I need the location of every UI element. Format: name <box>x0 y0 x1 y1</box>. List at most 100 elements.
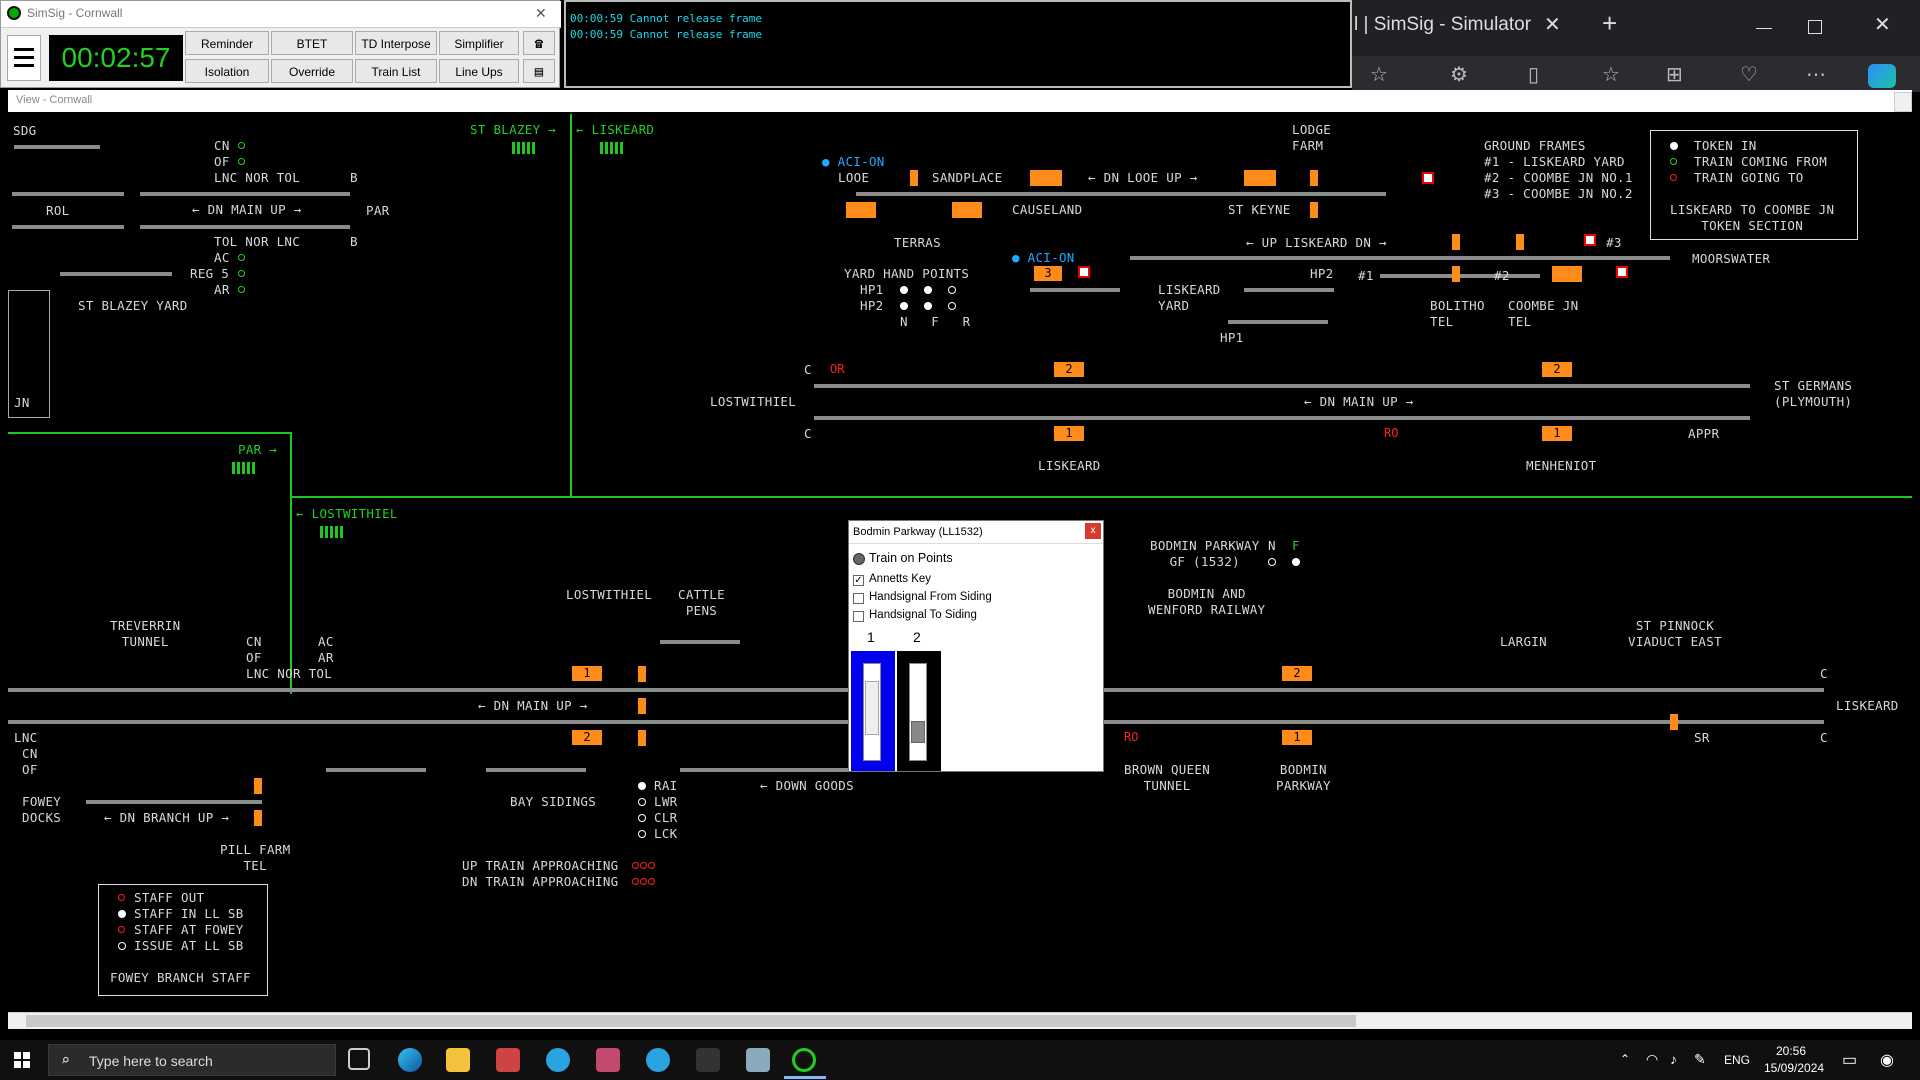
app-icon[interactable] <box>496 1048 520 1072</box>
telegram-icon[interactable] <box>546 1048 570 1072</box>
track-section[interactable] <box>60 272 172 276</box>
simsig-taskbar-icon[interactable] <box>792 1048 816 1072</box>
par-exit-label[interactable]: PAR → <box>238 442 278 457</box>
split-screen-icon[interactable]: ▯ <box>1528 64 1540 86</box>
annetts-key-checkbox[interactable]: ✓ <box>853 575 864 586</box>
edge-icon[interactable] <box>398 1048 422 1072</box>
train-berth[interactable]: 1 <box>572 666 602 681</box>
track-section[interactable] <box>12 225 124 229</box>
track-section[interactable] <box>1030 288 1120 292</box>
track-section[interactable] <box>1104 720 1824 724</box>
pen-icon[interactable]: ✎ <box>1694 1051 1706 1067</box>
train-berth[interactable]: 1 <box>1054 426 1084 441</box>
clock-time[interactable]: 20:56 <box>1776 1044 1807 1058</box>
train-berth[interactable]: 3 <box>1034 266 1062 281</box>
language-indicator[interactable]: ENG <box>1724 1053 1751 1067</box>
taskbar-search[interactable]: ⌕ Type here to search <box>48 1044 336 1076</box>
simplifier-button[interactable]: Simplifier <box>439 31 519 55</box>
discord-icon[interactable] <box>596 1048 620 1072</box>
track-section[interactable] <box>8 720 848 724</box>
new-tab-icon[interactable]: + <box>1602 8 1618 38</box>
favorite-icon[interactable]: ☆ <box>1370 64 1388 86</box>
tab-close-icon[interactable]: ✕ <box>1544 14 1561 36</box>
track-section[interactable] <box>1244 288 1334 292</box>
track-section[interactable] <box>1104 688 1824 692</box>
lever-1[interactable] <box>851 651 895 771</box>
telegram-alt-icon[interactable] <box>646 1048 670 1072</box>
view-scroll-up[interactable] <box>1894 92 1912 112</box>
handsignal-from-label: Handsignal From Siding <box>869 591 992 603</box>
track-section[interactable] <box>814 384 1750 388</box>
track-section[interactable] <box>1380 274 1540 278</box>
train-berth[interactable]: 2 <box>1542 362 1572 377</box>
train-berth[interactable]: 2 <box>1282 666 1312 681</box>
menu-icon[interactable] <box>7 35 41 81</box>
collections-icon[interactable]: ⊞ <box>1666 64 1683 86</box>
override-button[interactable]: Override <box>271 59 353 83</box>
td-interpose-button[interactable]: TD Interpose <box>355 31 437 55</box>
track-section[interactable] <box>856 192 1386 196</box>
track-section[interactable] <box>86 800 262 804</box>
train-berth[interactable]: 2 <box>572 730 602 745</box>
telephone-icon[interactable]: ☎ <box>523 31 555 55</box>
train-list-button[interactable]: Train List <box>355 59 437 83</box>
track-section[interactable] <box>486 768 586 772</box>
more-icon[interactable]: ⋯ <box>1806 64 1826 86</box>
track-section[interactable] <box>8 688 848 692</box>
browser-tab-title[interactable]: l | SimSig - Simulator <box>1354 14 1532 35</box>
btet-button[interactable]: BTET <box>271 31 353 55</box>
train-berth[interactable]: 1 <box>1282 730 1312 745</box>
horizontal-scrollbar[interactable] <box>8 1012 1912 1029</box>
copilot-icon[interactable] <box>1868 64 1896 88</box>
lostwithiel-exit-label[interactable]: ← LOSTWITHIEL <box>296 506 398 521</box>
train-berth[interactable]: 2 <box>1054 362 1084 377</box>
windows-start-icon[interactable] <box>14 1052 30 1068</box>
lever-2[interactable] <box>897 651 941 771</box>
track-section[interactable] <box>1228 320 1328 324</box>
clock-date[interactable]: 15/09/2024 <box>1764 1061 1825 1075</box>
task-view-icon[interactable] <box>348 1048 370 1070</box>
notifications-icon[interactable]: ▭ <box>1842 1052 1858 1069</box>
track-section[interactable] <box>140 192 350 196</box>
scroll-thumb[interactable] <box>26 1015 1356 1027</box>
line-ups-button[interactable]: Line Ups <box>439 59 519 83</box>
ground-frame-indicator[interactable] <box>1616 266 1628 278</box>
reminder-button[interactable]: Reminder <box>185 31 269 55</box>
dialog-close-button[interactable]: x <box>1085 523 1101 539</box>
track-section[interactable] <box>1130 256 1670 260</box>
track-section[interactable] <box>12 192 124 196</box>
tray-chevron-icon[interactable]: ⌃ <box>1620 1052 1631 1066</box>
volume-icon[interactable]: ♪ <box>1670 1051 1677 1067</box>
favorites-icon[interactable]: ☆ <box>1602 64 1620 86</box>
train-berth[interactable]: 1 <box>1542 426 1572 441</box>
lever-2-track <box>909 663 927 761</box>
handsignal-to-checkbox[interactable] <box>853 611 864 622</box>
minimize-icon[interactable] <box>1756 28 1772 29</box>
simsig-close-button[interactable]: ✕ <box>535 5 547 21</box>
meet-now-icon[interactable]: ◉ <box>1880 1052 1894 1069</box>
ground-frame-indicator[interactable] <box>1584 234 1596 246</box>
file-explorer-icon[interactable] <box>446 1048 470 1072</box>
track-section[interactable] <box>680 768 848 772</box>
lever-2-handle[interactable] <box>911 721 925 743</box>
extensions-icon[interactable]: ⚙ <box>1450 64 1468 86</box>
track-section[interactable] <box>814 416 1750 420</box>
track-section[interactable] <box>660 640 740 644</box>
track-section[interactable] <box>14 145 100 149</box>
handsignal-from-checkbox[interactable] <box>853 593 864 604</box>
track-section[interactable] <box>326 768 426 772</box>
track-section[interactable] <box>140 225 350 229</box>
mouse-app-icon[interactable] <box>696 1048 720 1072</box>
liskeard-exit-label[interactable]: ← LISKEARD <box>576 122 655 137</box>
network-icon[interactable]: ◠ <box>1646 1051 1659 1067</box>
health-icon[interactable]: ♡ <box>1740 64 1758 86</box>
printer-icon[interactable]: ▤ <box>523 59 555 83</box>
isolation-button[interactable]: Isolation <box>185 59 269 83</box>
st-blazey-exit-label[interactable]: ST BLAZEY → <box>470 122 557 137</box>
ground-frame-indicator[interactable] <box>1422 172 1434 184</box>
lever-1-handle[interactable] <box>865 681 879 735</box>
restore-icon[interactable] <box>1808 20 1822 34</box>
notes-app-icon[interactable] <box>746 1048 770 1072</box>
close-window-icon[interactable]: ✕ <box>1874 14 1891 36</box>
ground-frame-indicator[interactable] <box>1078 266 1090 278</box>
